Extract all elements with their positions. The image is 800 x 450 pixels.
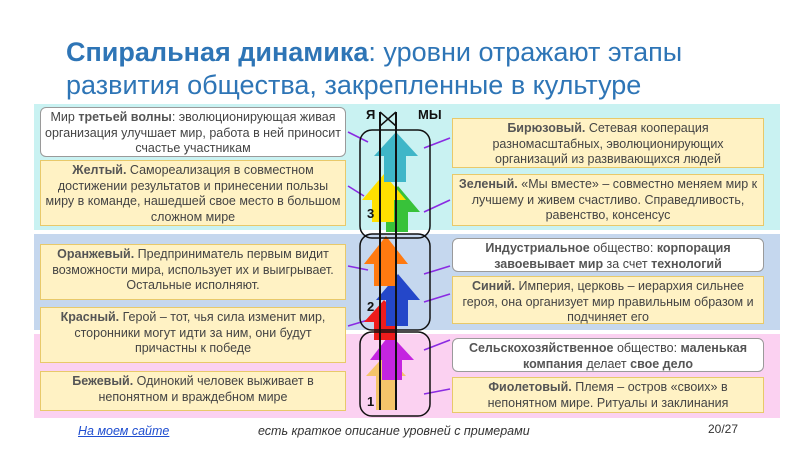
page-number: 20/27 (708, 422, 739, 436)
title-line2: развития общества, закрепленные в культу… (66, 70, 642, 100)
connector-turquoise (423, 137, 451, 149)
connector-blue (423, 293, 451, 303)
level-2-frame (359, 233, 431, 331)
title-rest: : уровни отражают этапы (368, 37, 683, 67)
connector-violet (423, 388, 451, 395)
level-1-frame (359, 331, 431, 417)
axis-me-label: Я (366, 107, 376, 122)
level-3-frame (359, 129, 431, 239)
turquoise-level-box: Бирюзовый. Сетевая кооперация разномасшт… (452, 118, 764, 168)
axis-we-label: МЫ (418, 107, 442, 122)
third-wave-box: Мир третьей волны: эволюционирующая жива… (40, 107, 346, 157)
yellow-level-box: Желтый. Самореализация в совместном дост… (40, 160, 346, 226)
red-level-box: Красный. Герой – тот, чья сила изменит м… (40, 307, 346, 363)
site-link[interactable]: На моем сайте (78, 424, 170, 438)
connector-red (347, 319, 369, 327)
connector-third-wave (347, 131, 369, 143)
level-1-number: 1 (367, 394, 375, 409)
beige-level-box: Бежевый. Одинокий человек выживает в неп… (40, 371, 346, 411)
arrow-orange (364, 236, 408, 286)
green-level-box: Зеленый. «Мы вместе» – совместно меняем … (452, 174, 764, 226)
level-3-number: 3 (367, 206, 375, 221)
connector-green (423, 199, 451, 213)
blue-level-box: Синий. Империя, церковь – иерархия сильн… (452, 276, 764, 324)
connector-arrows (347, 131, 451, 395)
title-bold: Спиральная динамика (66, 37, 369, 67)
connector-yellow (347, 185, 365, 197)
orange-level-box: Оранжевый. Предприниматель первым видит … (40, 244, 346, 300)
industrial-society-box: Индустриальное общество: корпорация заво… (452, 238, 764, 272)
connector-agricultural (423, 339, 451, 351)
footer-text: есть краткое описание уровней с примерам… (258, 424, 530, 438)
connector-industrial (423, 265, 451, 275)
slide-title: Спиральная динамика: уровни отражают эта… (66, 36, 786, 102)
arrow-violet (370, 334, 414, 380)
connector-orange (347, 265, 369, 271)
arrow-yellow (362, 174, 406, 222)
spiral-arrows-diagram (347, 111, 451, 417)
arrow-blue (376, 274, 420, 326)
violet-level-box: Фиолетовый. Племя – остров «своих» в неп… (452, 377, 764, 413)
level-2-number: 2 (367, 299, 375, 314)
agricultural-society-box: Сельскохозяйственное общество: маленькая… (452, 338, 764, 372)
